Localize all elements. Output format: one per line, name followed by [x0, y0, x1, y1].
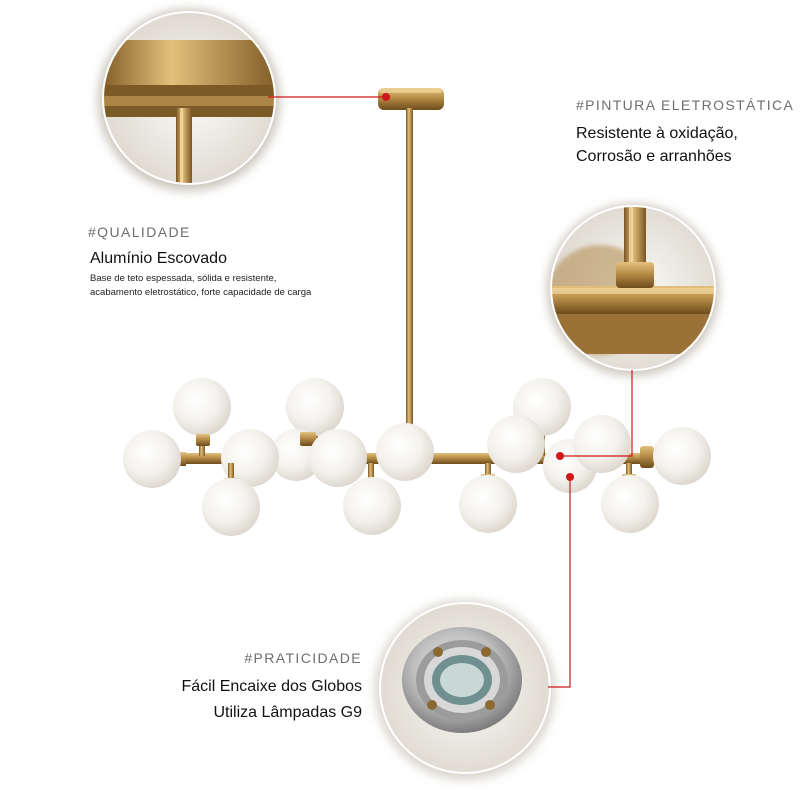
- qualidade-description-line2: acabamento eletrostático, forte capacida…: [90, 287, 312, 298]
- globe: [286, 378, 344, 436]
- globe: [173, 378, 231, 436]
- globe: [123, 430, 181, 488]
- support-rod: [406, 108, 413, 458]
- zoom-globe-fitting: [375, 600, 555, 780]
- callout-lines: [268, 93, 633, 688]
- callout-dot: [556, 452, 564, 460]
- qualidade-heading: Alumínio Escovado: [90, 250, 227, 267]
- praticidade-tag: #PRATICIDADE: [244, 650, 362, 666]
- callout-dot: [382, 93, 390, 101]
- zoom-ceiling-base: [98, 9, 280, 191]
- pintura-line2: Corrosão e arranhões: [576, 148, 732, 165]
- globe: [309, 429, 367, 487]
- qualidade-description-line1: Base de teto espessada, sólida e resiste…: [90, 273, 277, 284]
- globe: [343, 477, 401, 535]
- globe: [459, 475, 517, 533]
- qualidade-tag: #QUALIDADE: [88, 224, 191, 240]
- praticidade-line2: Utiliza Lâmpadas G9: [213, 704, 362, 721]
- pintura-line1: Resistente à oxidação,: [576, 125, 738, 142]
- ceiling-canopy: [378, 88, 444, 110]
- globe: [221, 429, 279, 487]
- globes-front: [202, 463, 659, 536]
- chandelier: [123, 88, 711, 536]
- globe: [487, 415, 545, 473]
- globe: [601, 475, 659, 533]
- globe: [376, 423, 434, 481]
- praticidade-line1: Fácil Encaixe dos Globos: [181, 678, 362, 695]
- callout-dot: [566, 473, 574, 481]
- globe: [202, 478, 260, 536]
- globe: [653, 427, 711, 485]
- zoom-joint: [547, 204, 719, 376]
- globe: [573, 415, 631, 473]
- pintura-tag: #PINTURA ELETROSTÁTICA: [576, 97, 795, 113]
- globes-middle: [123, 415, 711, 488]
